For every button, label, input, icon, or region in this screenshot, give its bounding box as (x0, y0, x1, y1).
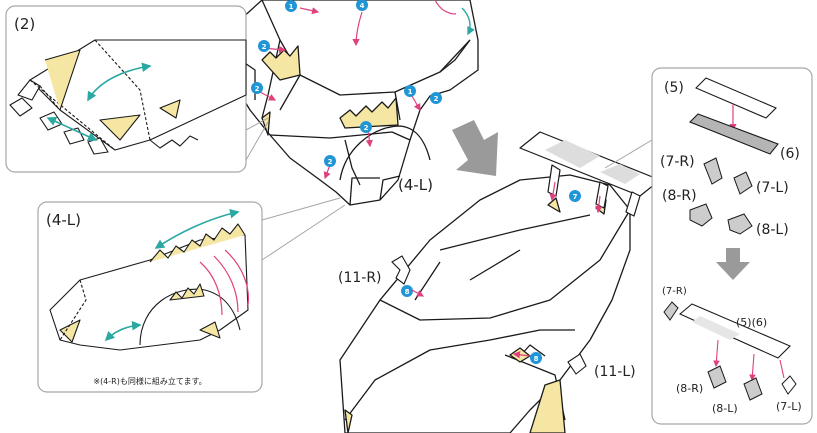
inset-4L-pink-arcs (199, 249, 249, 316)
step-8-badge: 8 (534, 355, 539, 363)
inset-4L-teal-arrow (104, 320, 142, 342)
step-7-badge: 7 (573, 193, 578, 201)
part-8R-label: (8-R) (662, 188, 697, 204)
parts-panel (651, 67, 813, 425)
panel-step-arrow (716, 248, 750, 280)
car-rear (339, 174, 631, 433)
step-1-badge: 1 (408, 88, 413, 96)
part-6-shape (689, 113, 779, 155)
part-11L-shape (567, 353, 587, 375)
part-7R-label: (7-R) (660, 154, 695, 170)
asm-wing-shape (678, 303, 791, 359)
step-1-badge: 1 (289, 3, 294, 11)
asm-7L-shape (781, 375, 797, 395)
inset-4L-callout-line (261, 197, 341, 221)
car-front-teal-arrow (461, 7, 475, 36)
part-8L-label: (8-L) (756, 222, 789, 238)
asm-7L-label: (7-L) (776, 400, 802, 413)
step-2-badge: 2 (364, 124, 369, 132)
part-5-label: (5) (664, 80, 684, 96)
part-7R-shape (703, 157, 723, 185)
inset-4L-teal-arrow (154, 208, 240, 249)
step-2-badge: 2 (262, 43, 267, 51)
car-rear-wing (519, 131, 661, 217)
car-front (231, 0, 479, 206)
part-7L-label: (7-L) (756, 180, 789, 196)
part-7L-shape (733, 171, 753, 195)
wing-pink-arrow (595, 195, 603, 214)
step-4-badge: 4 (360, 2, 365, 10)
inset-2-callout-line (245, 117, 269, 131)
asm-8L-shape (743, 377, 763, 401)
part-5-shape (695, 77, 777, 119)
step-2-badge: 2 (434, 95, 439, 103)
inset-2-label: (2) (14, 15, 35, 33)
inset-4L-label: (4-L) (46, 211, 81, 229)
parts-panel-callout-line (604, 139, 653, 169)
inset-2-teal-arrow (46, 116, 98, 142)
car-step-markers: 1 4 2 2 2 2 1 2 (251, 0, 442, 167)
step-2-badge: 2 (255, 85, 260, 93)
inset-2-teal-arrow (87, 62, 152, 102)
inset-2-callout-line (245, 121, 269, 161)
step-arrow (452, 120, 498, 176)
part-8L-shape (727, 213, 753, 235)
step-2-badge: 2 (328, 158, 333, 166)
part-11L-pink-arrow (512, 351, 531, 359)
asm-8R-label: (8-R) (676, 382, 703, 395)
inset-4L-note: ※(4-R)も同様に組み立てます。 (93, 376, 206, 386)
wing-pink-arrow (549, 181, 557, 202)
car-label-4L: (4-L) (398, 176, 433, 194)
asm-7R-label: (7-R) (662, 286, 687, 297)
step-8-badge: 8 (405, 288, 410, 296)
part-11R-label: (11-R) (338, 270, 382, 286)
asm-8R-shape (707, 365, 727, 389)
part-6-label: (6) (780, 146, 800, 162)
asm-8L-label: (8-L) (712, 402, 738, 415)
part-11L-label: (11-L) (594, 364, 636, 380)
part-8R-shape (689, 203, 713, 227)
asm-56-label: (5)(6) (736, 316, 767, 329)
part-11R-pink-arrow (411, 289, 425, 297)
asm-7R-shape (663, 301, 679, 321)
inset-4L-callout-line (261, 204, 346, 261)
part-11R-shape (391, 255, 411, 285)
